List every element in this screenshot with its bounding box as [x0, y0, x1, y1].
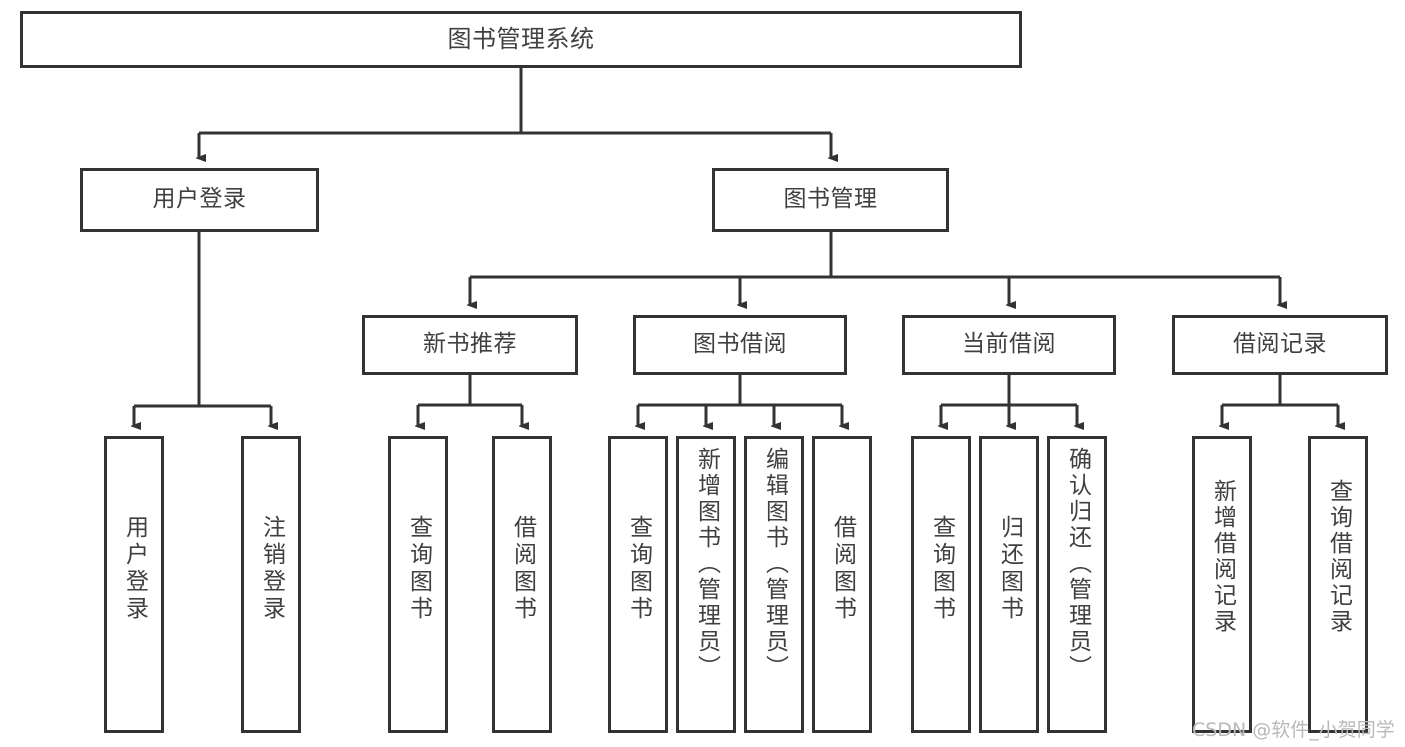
leaf-return-book[interactable]: 归还图书 [979, 436, 1039, 733]
node-label: 借阅图书 [829, 515, 856, 623]
leaf-query-book-newbook[interactable]: 查询图书 [388, 436, 448, 733]
node-label: 图书管理系统 [447, 25, 595, 54]
leaf-borrow-book-newbook[interactable]: 借阅图书 [492, 436, 552, 733]
node-current-borrow[interactable]: 当前借阅 [902, 315, 1116, 375]
node-borrow-record[interactable]: 借阅记录 [1172, 315, 1388, 375]
node-label: 新书推荐 [423, 331, 517, 358]
node-label: 查询图书 [928, 515, 955, 623]
csdn-watermark: CSDN @软件_小贺同学 [1192, 719, 1395, 741]
node-new-book-recommend[interactable]: 新书推荐 [362, 315, 578, 375]
leaf-add-book-admin[interactable]: 新增图书（管理员） [676, 436, 736, 733]
node-label: 新增图书（管理员） [693, 447, 720, 681]
leaf-user-login[interactable]: 用户登录 [104, 436, 164, 733]
node-root-system[interactable]: 图书管理系统 [20, 11, 1022, 68]
node-book-management[interactable]: 图书管理 [712, 168, 949, 232]
node-label: 图书管理 [783, 186, 878, 213]
node-label: 确认归还（管理员） [1064, 447, 1091, 681]
node-user-login[interactable]: 用户登录 [80, 168, 319, 232]
node-label: 新增借阅记录 [1209, 479, 1236, 635]
node-label: 编辑图书（管理员） [761, 447, 788, 681]
node-book-borrow[interactable]: 图书借阅 [633, 315, 847, 375]
leaf-borrow-book[interactable]: 借阅图书 [812, 436, 872, 733]
node-label: 图书借阅 [693, 331, 787, 358]
node-label: 用户登录 [152, 186, 247, 213]
node-label: 归还图书 [996, 515, 1023, 623]
node-label: 借阅记录 [1233, 331, 1327, 358]
node-label: 查询图书 [625, 515, 652, 623]
leaf-query-borrow-record[interactable]: 查询借阅记录 [1308, 436, 1368, 733]
leaf-confirm-return-admin[interactable]: 确认归还（管理员） [1047, 436, 1107, 733]
leaf-add-borrow-record[interactable]: 新增借阅记录 [1192, 436, 1252, 733]
leaf-logout[interactable]: 注销登录 [241, 436, 301, 733]
leaf-query-book-current[interactable]: 查询图书 [911, 436, 971, 733]
node-label: 查询图书 [405, 515, 432, 623]
node-label: 当前借阅 [962, 331, 1056, 358]
node-label: 注销登录 [258, 515, 285, 623]
leaf-query-book-borrow[interactable]: 查询图书 [608, 436, 668, 733]
leaf-edit-book-admin[interactable]: 编辑图书（管理员） [744, 436, 804, 733]
node-label: 用户登录 [121, 515, 148, 623]
node-label: 查询借阅记录 [1325, 479, 1352, 635]
node-label: 借阅图书 [509, 515, 536, 623]
